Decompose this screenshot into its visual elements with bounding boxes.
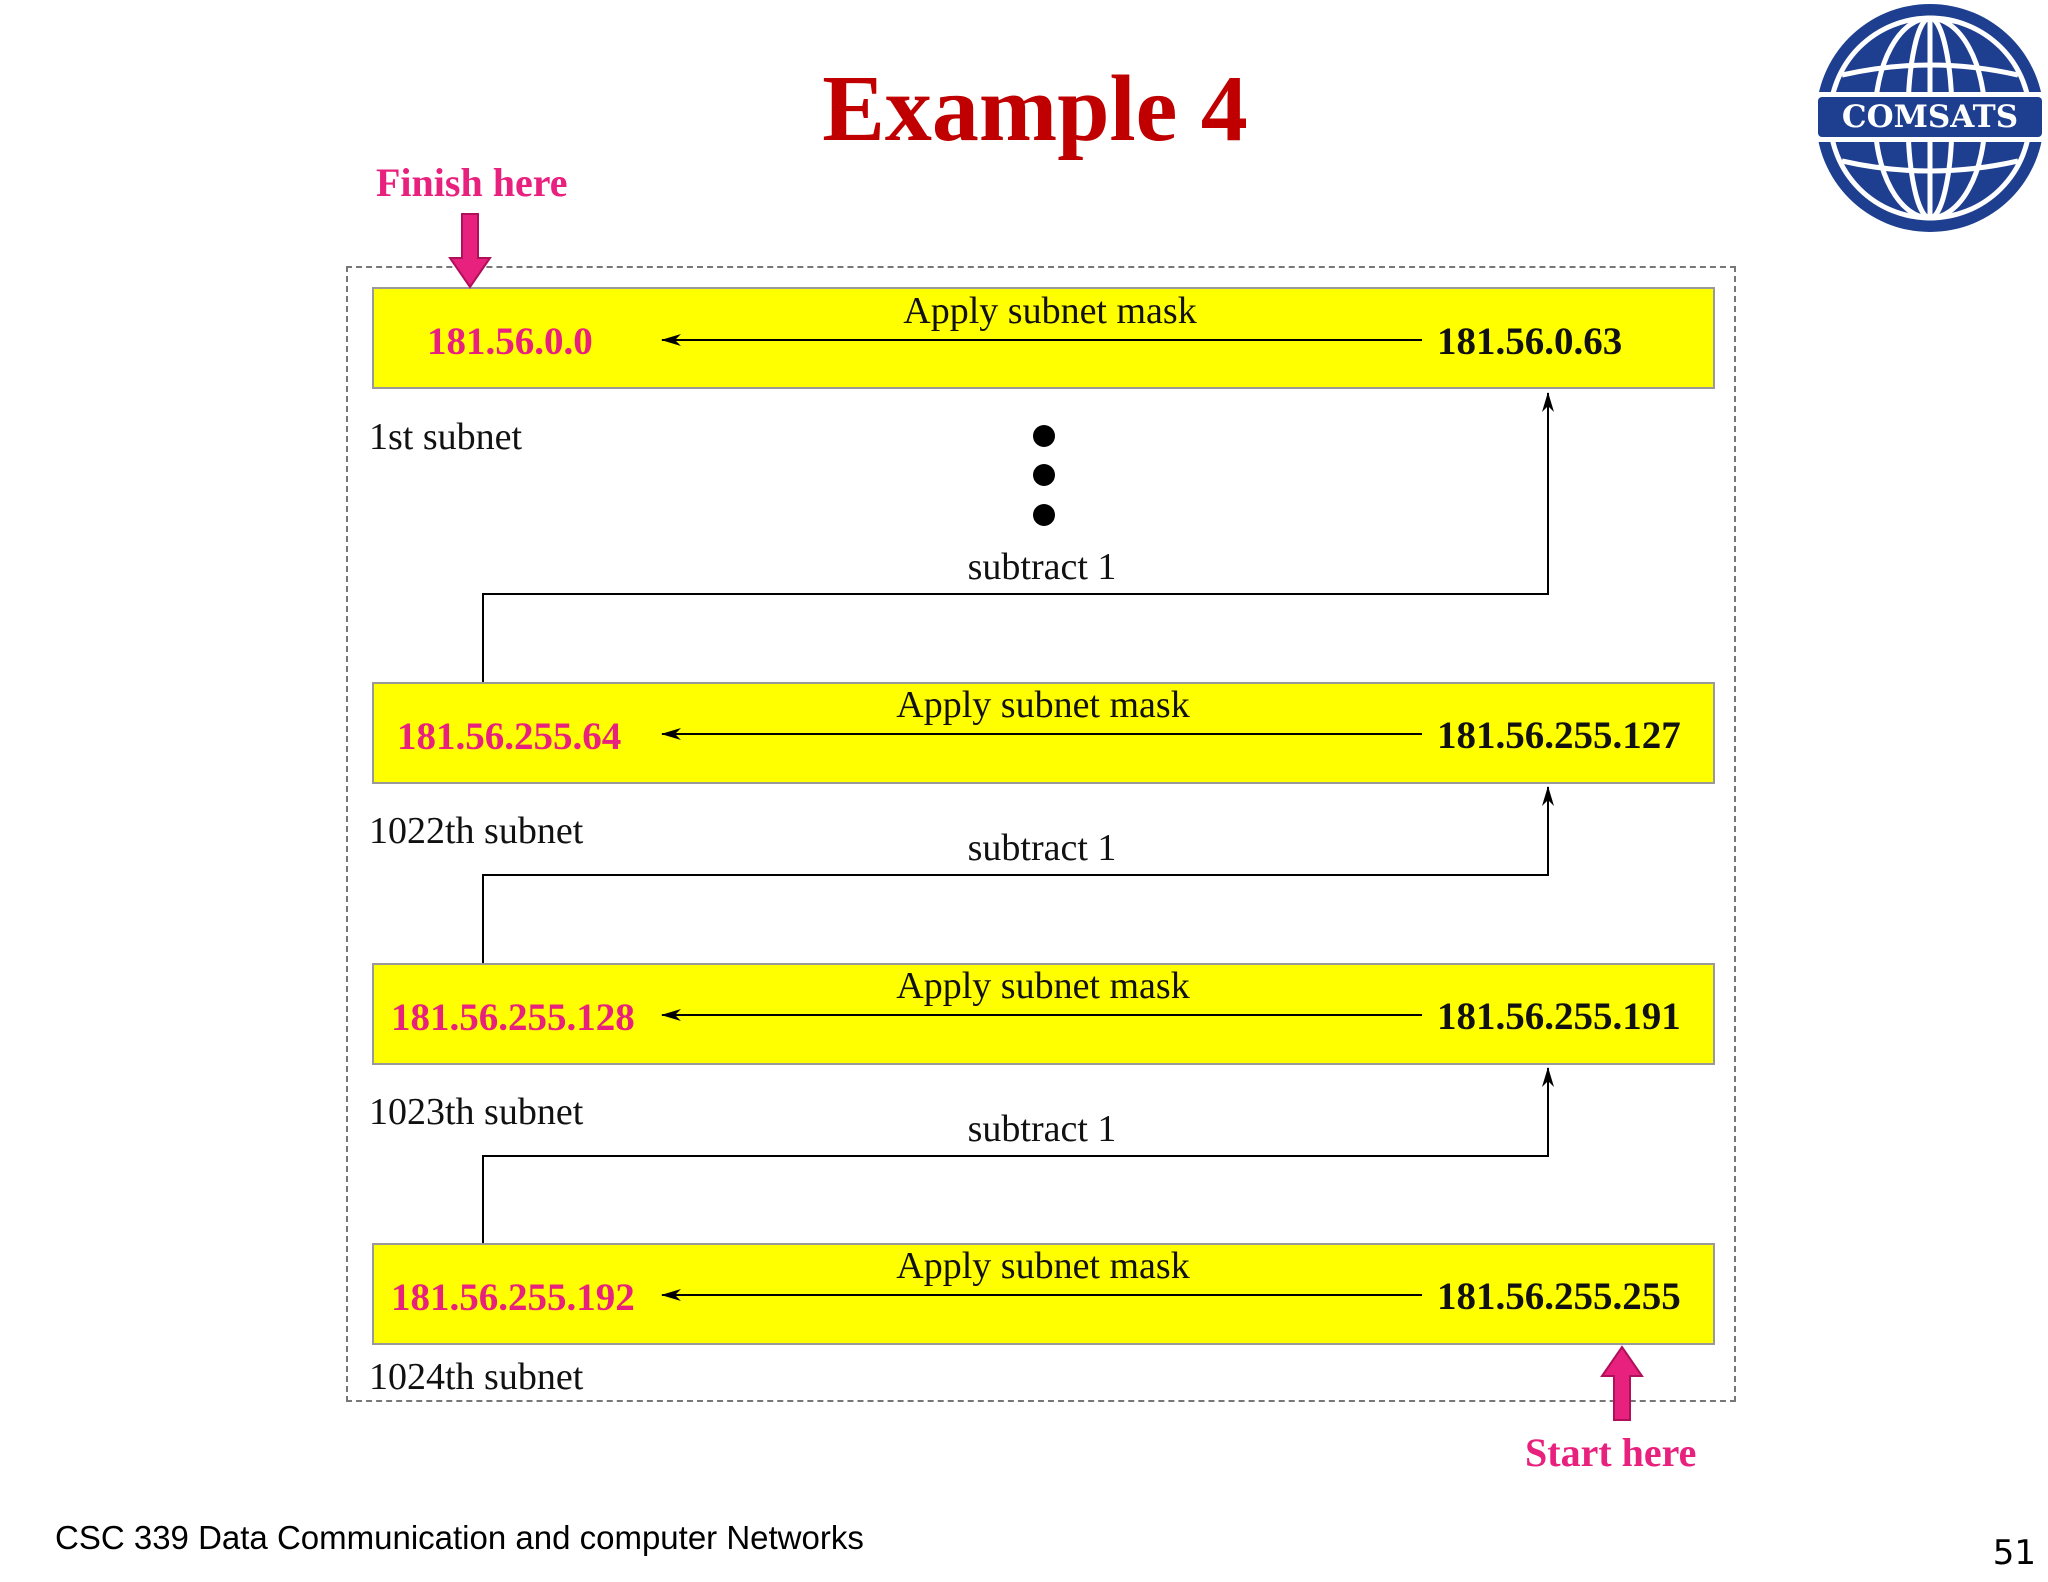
diagram-frame: [346, 266, 1736, 1402]
ellipsis-dot: [1033, 464, 1055, 486]
row-2-subnet-label: 1022th subnet: [369, 810, 584, 852]
row-1-subnet-label: 1st subnet: [369, 416, 523, 458]
comsats-logo: COMSATS: [1812, 4, 2048, 232]
row-3-subnet-label: 1023th subnet: [369, 1091, 584, 1133]
row-4-start-address: 181.56.255.192: [391, 1276, 635, 1319]
subnet-row-1: [372, 287, 1715, 389]
step-1-subtract-label: subtract 1: [967, 546, 1117, 588]
step-3-subtract-label: subtract 1: [967, 1108, 1117, 1150]
row-4-end-address: 181.56.255.255: [1437, 1275, 1681, 1318]
row-4-mask-label: Apply subnet mask: [896, 1245, 1190, 1287]
start-here-label: Start here: [1525, 1430, 1697, 1475]
ellipsis-dot: [1033, 425, 1055, 447]
slide-title: Example 4: [822, 57, 1248, 161]
page-number: 51: [1992, 1533, 2036, 1573]
row-2-start-address: 181.56.255.64: [397, 715, 622, 758]
slide-footer: CSC 339 Data Communication and computer …: [55, 1519, 864, 1556]
row-2-mask-label: Apply subnet mask: [896, 684, 1190, 726]
logo-text: COMSATS: [1842, 99, 2018, 135]
row-3-start-address: 181.56.255.128: [391, 996, 635, 1039]
row-3-end-address: 181.56.255.191: [1437, 995, 1681, 1038]
step-2-subtract-label: subtract 1: [967, 827, 1117, 869]
finish-here-label: Finish here: [376, 160, 568, 205]
row-3-mask-label: Apply subnet mask: [896, 965, 1190, 1007]
row-1-end-address: 181.56.0.63: [1437, 320, 1623, 363]
row-4-subnet-label: 1024th subnet: [369, 1356, 584, 1398]
row-1-mask-label: Apply subnet mask: [903, 290, 1197, 332]
row-1-start-address: 181.56.0.0: [427, 320, 593, 363]
row-2-end-address: 181.56.255.127: [1437, 714, 1681, 757]
ellipsis-dot: [1033, 504, 1055, 526]
